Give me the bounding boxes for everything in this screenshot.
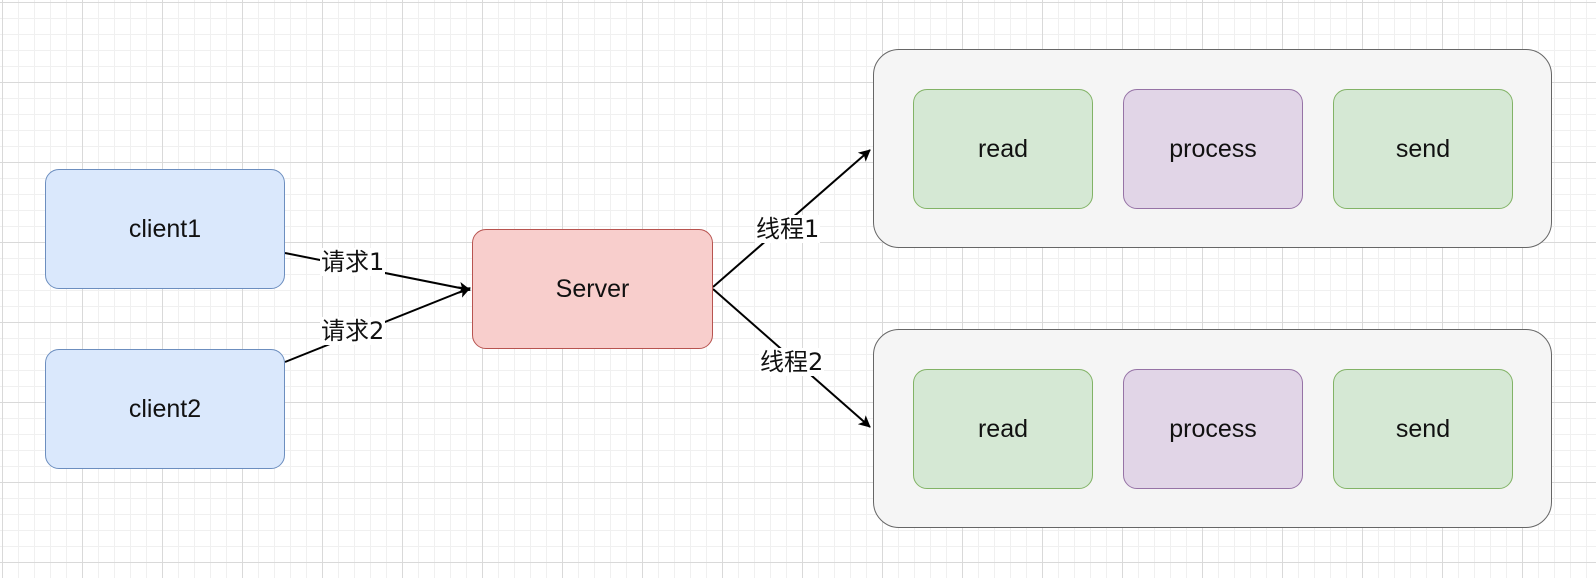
client1-node[interactable]: client1 — [45, 169, 285, 289]
server-node[interactable]: Server — [472, 229, 713, 349]
step-label: process — [1169, 134, 1257, 163]
server-label: Server — [555, 274, 630, 303]
step-label: send — [1395, 414, 1451, 443]
step-label: read — [977, 414, 1029, 443]
pipeline1-read-step[interactable]: read — [913, 89, 1093, 209]
client2-label: client2 — [128, 394, 202, 423]
pipeline2-read-step[interactable]: read — [913, 369, 1093, 489]
pipeline2-send-step[interactable]: send — [1333, 369, 1513, 489]
edge-label-request2: 请求2 — [320, 317, 386, 345]
client1-label: client1 — [128, 214, 202, 243]
pipeline1-process-step[interactable]: process — [1123, 89, 1303, 209]
edge-label-request1: 请求1 — [320, 248, 386, 276]
edge-label-thread1: 线程1 — [755, 215, 821, 243]
step-label: send — [1395, 134, 1451, 163]
client2-node[interactable]: client2 — [45, 349, 285, 469]
pipeline2-process-step[interactable]: process — [1123, 369, 1303, 489]
step-label: process — [1169, 414, 1257, 443]
pipeline1-send-step[interactable]: send — [1333, 89, 1513, 209]
step-label: read — [977, 134, 1029, 163]
edge-label-thread2: 线程2 — [759, 348, 825, 376]
